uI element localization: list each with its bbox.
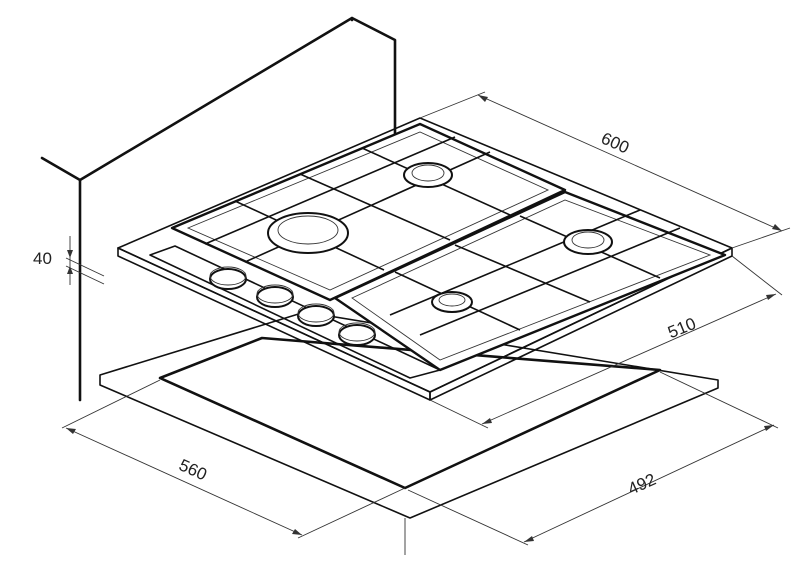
- burner-back: [403, 162, 453, 188]
- dimension-560: 560: [61, 379, 406, 539]
- knob-2: [256, 284, 294, 308]
- dimension-label-510: 510: [665, 314, 698, 342]
- dimension-label-492: 492: [625, 470, 659, 499]
- knob-3: [297, 303, 335, 327]
- burner-front: [431, 291, 473, 313]
- dimension-label-40: 40: [33, 249, 52, 268]
- dimension-label-600: 600: [598, 129, 632, 158]
- burner-large: [267, 212, 349, 254]
- knob-1: [209, 266, 247, 290]
- burners: [267, 162, 613, 313]
- burner-right: [563, 229, 613, 255]
- dimension-492: 492: [407, 371, 779, 546]
- dimension-40: 40: [33, 236, 105, 285]
- knob-4: [338, 322, 376, 346]
- control-knobs: [209, 266, 376, 346]
